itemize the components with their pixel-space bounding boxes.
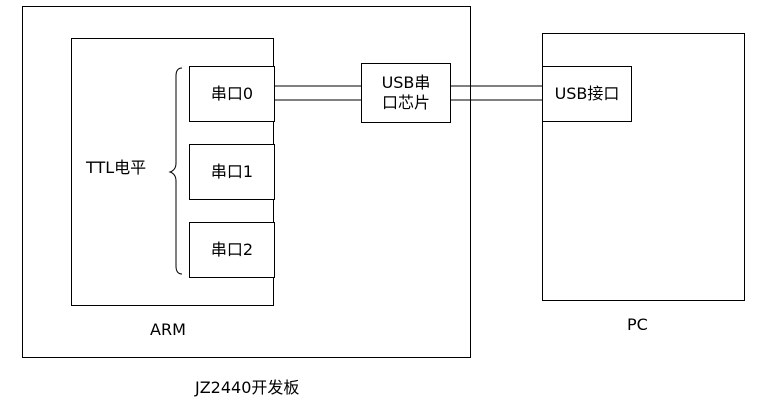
usb-serial-chip: USB串 口芯片 [361,63,451,123]
pc-usb-port-label: USB接口 [554,84,620,103]
uart-port-1: 串口1 [189,144,275,200]
uart-port-2-label: 串口2 [210,240,254,259]
pc-usb-port: USB接口 [542,66,632,122]
ttl-brace [168,67,183,275]
arm-label: ARM [150,320,186,339]
usb-chip-label-line1: USB串 [381,73,431,92]
usb-chip-label-line2: 口芯片 [381,93,430,112]
uart-port-1-label: 串口1 [210,162,254,181]
pc-label: PC [627,315,648,334]
uart-port-0-label: 串口0 [210,84,254,103]
uart-port-0: 串口0 [189,66,275,122]
uart-port-2: 串口2 [189,222,275,278]
ttl-level-label: TTL电平 [86,158,147,177]
board-label: JZ2440开发板 [195,378,300,397]
